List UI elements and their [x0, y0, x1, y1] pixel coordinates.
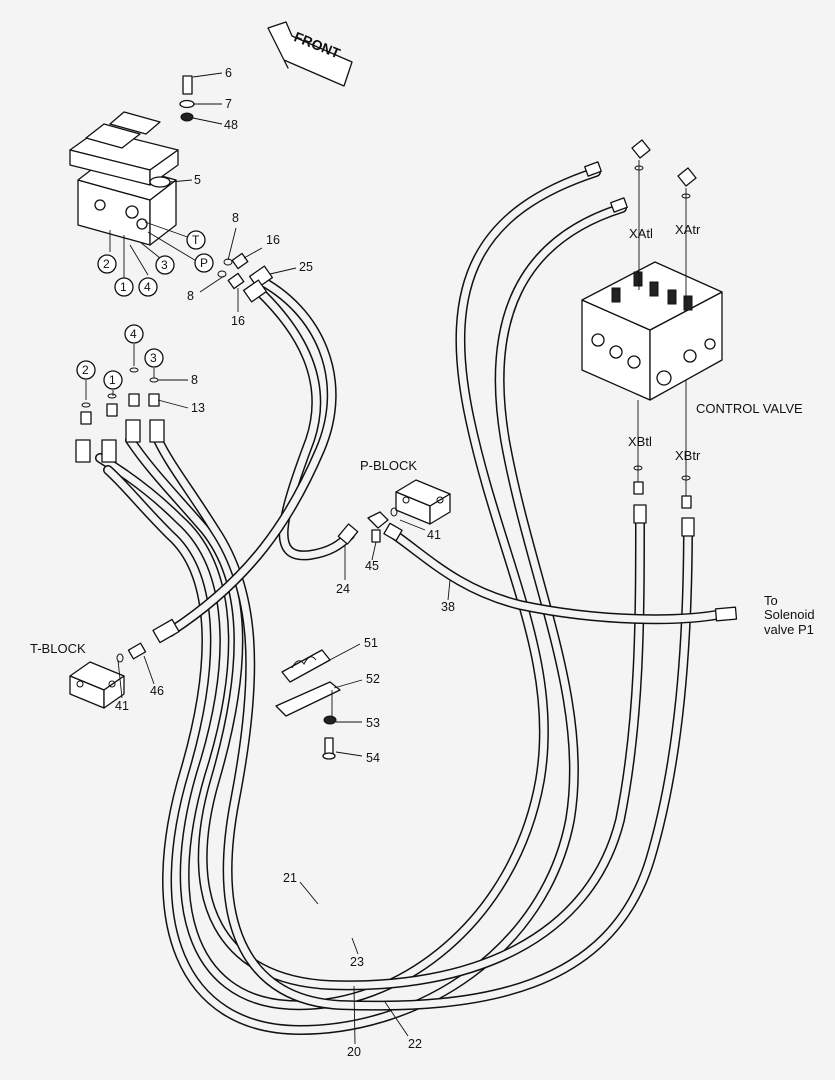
adapter-port-2-marker: 2: [82, 363, 89, 377]
pilot-port-4-marker: 4: [144, 280, 151, 294]
callout-5: 5: [194, 173, 201, 187]
callout-24: 24: [336, 582, 350, 596]
callout-22: 22: [408, 1037, 422, 1051]
leader-lines: [85, 72, 451, 1045]
hose-end-fittings: [75, 161, 738, 644]
adapter-port-4-marker: 4: [130, 327, 137, 341]
solenoid-label-line3: valve P1: [764, 622, 814, 637]
control-valve-port-fittings: [631, 139, 697, 509]
callout-25: 25: [299, 260, 313, 274]
control-valve-label: CONTROL VALVE: [696, 401, 803, 416]
callout-23: 23: [350, 955, 364, 969]
callout-53: 53: [366, 716, 380, 730]
port-label-xatl: XAtl: [629, 226, 653, 241]
callout-38: 38: [441, 600, 455, 614]
callout-41-tblock: 41: [115, 699, 129, 713]
callout-8-adapter: 8: [191, 373, 198, 387]
callout-8-mid: 8: [187, 289, 194, 303]
solenoid-label-line2: Solenoid: [764, 607, 815, 622]
t-block: [69, 642, 147, 709]
callout-51: 51: [364, 636, 378, 650]
adapter-port-1-marker: 1: [109, 373, 116, 387]
pilot-port-3-marker: 3: [161, 258, 168, 272]
pilot-valve: [69, 111, 179, 246]
callout-8-top: 8: [232, 211, 239, 225]
solenoid-label-line1: To: [764, 593, 778, 608]
callout-54: 54: [366, 751, 380, 765]
callout-numbers: 6 7 48 5 8 16 25 8 16 8 13 41 24 45 38 4…: [115, 66, 455, 1059]
pilot-port-p-marker: P: [200, 256, 208, 270]
port-label-xatr: XAtr: [675, 222, 701, 237]
pilot-port-t-marker: T: [192, 233, 200, 247]
callout-7: 7: [225, 97, 232, 111]
pilot-port-2-marker: 2: [103, 257, 110, 271]
callout-16-bottom: 16: [231, 314, 245, 328]
text-labels: XAtl XAtr XBtl XBtr CONTROL VALVE P-BLOC…: [30, 222, 815, 656]
callout-16-top: 16: [266, 233, 280, 247]
port-label-xbtr: XBtr: [675, 448, 701, 463]
port-label-xbtl: XBtl: [628, 434, 652, 449]
callout-6: 6: [225, 66, 232, 80]
t-block-label: T-BLOCK: [30, 641, 86, 656]
p-block: [367, 479, 451, 543]
callout-48: 48: [224, 118, 238, 132]
adapter-port-3-marker: 3: [150, 351, 157, 365]
pilot-port-1-marker: 1: [120, 280, 127, 294]
pilot-valve-mount-hardware: [149, 75, 195, 188]
hose-clamp: [275, 649, 341, 760]
callout-41-pblock: 41: [427, 528, 441, 542]
p-block-label: P-BLOCK: [360, 458, 417, 473]
callout-46: 46: [150, 684, 164, 698]
control-valve: [581, 261, 723, 401]
port-markers: 2 1 4 3 T P 2 1 4 3: [76, 230, 214, 390]
callout-21: 21: [283, 871, 297, 885]
callout-20: 20: [347, 1045, 361, 1059]
hoses: [95, 167, 727, 1036]
callout-13: 13: [191, 401, 205, 415]
callout-52: 52: [366, 672, 380, 686]
callout-45: 45: [365, 559, 379, 573]
